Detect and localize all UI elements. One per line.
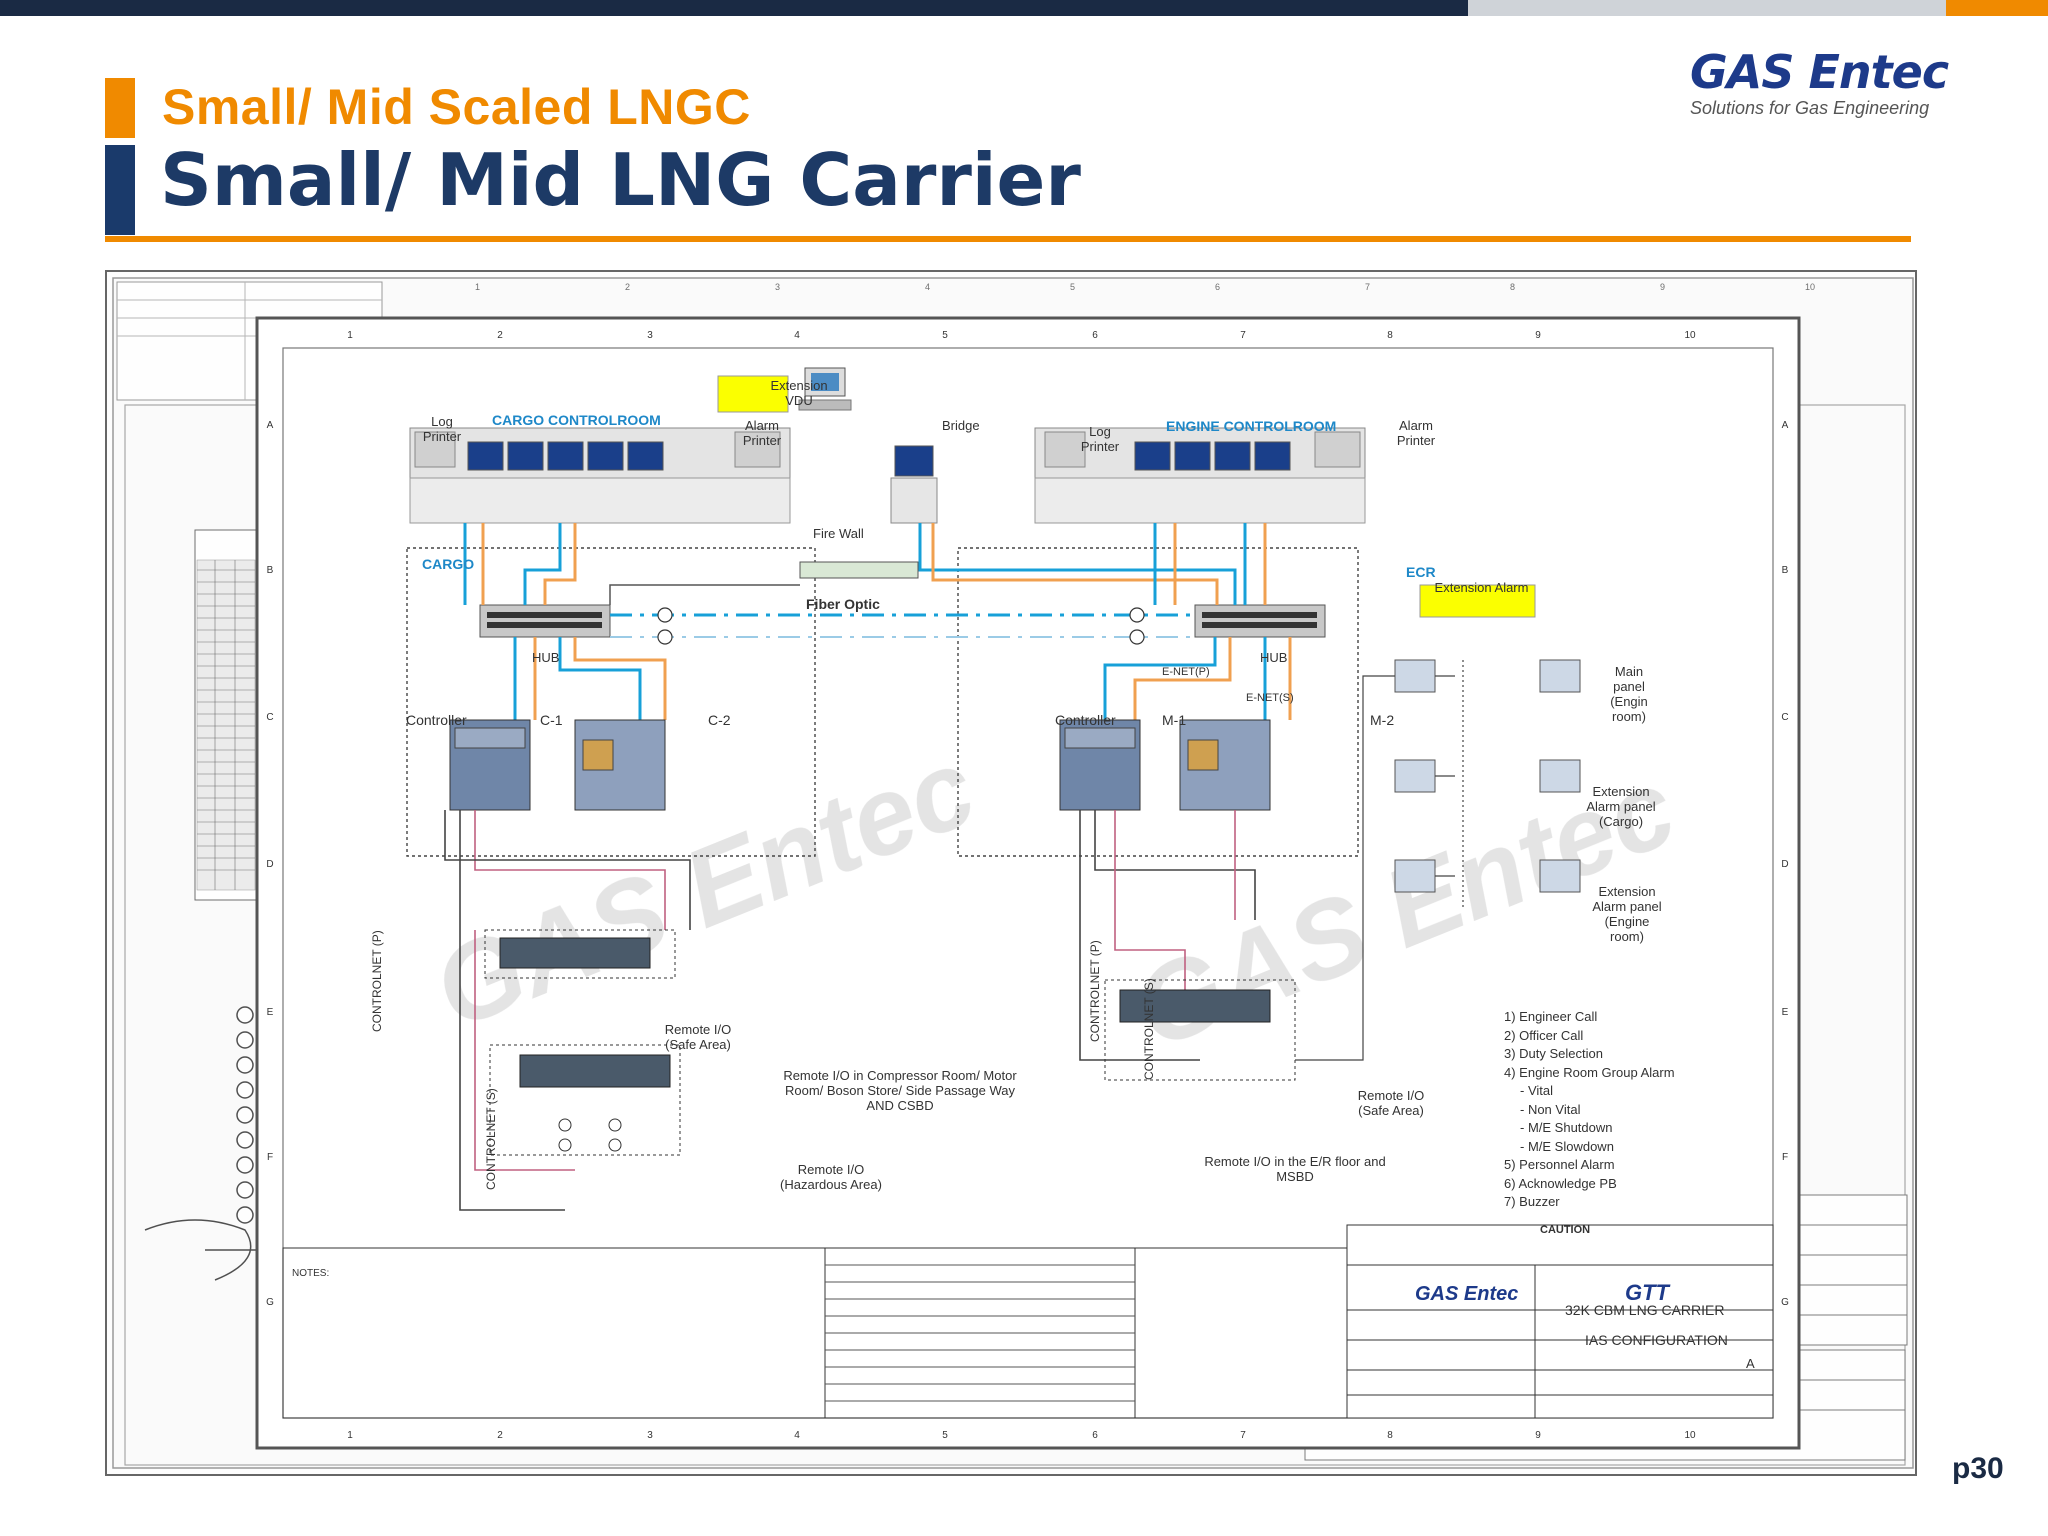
company-logo: GAS Entec Solutions for Gas Engineering [1690, 48, 1990, 128]
remote-io-safe-area-engine [1104, 979, 1296, 1081]
svg-text:2: 2 [497, 330, 503, 341]
svg-text:3: 3 [647, 330, 653, 341]
svg-text:GAS Entec: GAS Entec [1415, 1283, 1518, 1305]
svg-text:F: F [267, 1152, 273, 1163]
cargo-controller-c2 [574, 719, 666, 811]
engine-control-console [1034, 427, 1366, 524]
fiber-optic-converters [657, 607, 1145, 645]
slide-title: Small/ Mid LNG Carrier [160, 138, 1081, 222]
svg-text:5: 5 [942, 1430, 948, 1441]
engine-controller-m1 [1059, 719, 1141, 811]
background-valve-symbols [144, 1006, 265, 1281]
svg-text:3: 3 [775, 282, 780, 292]
engine-controller-m2 [1179, 719, 1271, 811]
logo-tagline: Solutions for Gas Engineering [1690, 98, 1930, 118]
controlnet-cables [444, 810, 1256, 1211]
grid-row-labels: A B C D E F G A B C D E F G [266, 420, 1789, 1308]
svg-text:2: 2 [497, 1430, 503, 1441]
svg-text:4: 4 [794, 330, 800, 341]
title-underline [105, 236, 1911, 242]
svg-text:D: D [266, 859, 273, 870]
extension-alarm-panels [1394, 659, 1581, 893]
grid-column-labels-top: 1 2 3 4 5 6 7 8 9 10 [347, 330, 1696, 341]
svg-text:5: 5 [1070, 282, 1075, 292]
svg-text:6: 6 [1215, 282, 1220, 292]
fire-wall-switch [799, 561, 919, 579]
logo-name: GAS Entec [1690, 45, 1949, 99]
svg-text:8: 8 [1387, 330, 1393, 341]
background-parts-table [194, 529, 258, 901]
svg-text:F: F [1782, 1152, 1788, 1163]
svg-text:E: E [1782, 1007, 1789, 1018]
remote-io-hazardous-area [489, 1044, 681, 1156]
svg-text:9: 9 [1535, 330, 1541, 341]
svg-text:10: 10 [1805, 282, 1815, 292]
remote-io-safe-area-cargo [484, 929, 676, 979]
svg-text:6: 6 [1092, 1430, 1098, 1441]
extension-vdu [717, 367, 852, 413]
engine-network-cables [918, 523, 1292, 720]
svg-text:1: 1 [347, 1430, 353, 1441]
top-accent-bar-gray [1468, 0, 1946, 16]
svg-text:10: 10 [1684, 330, 1696, 341]
title-block-logo-gtt: GTT [1625, 1280, 1671, 1305]
grid-column-labels-bottom: 1 2 3 4 5 6 7 8 9 10 [347, 1430, 1696, 1441]
svg-text:6: 6 [1092, 330, 1098, 341]
title-block [282, 1224, 1774, 1419]
title-marker [105, 145, 135, 235]
svg-text:GTT: GTT [1625, 1280, 1671, 1305]
svg-text:7: 7 [1365, 282, 1370, 292]
subtitle-marker [105, 78, 135, 138]
extension-alarm-highlight [1419, 584, 1536, 618]
front-sheet: 1 2 3 4 5 6 7 8 9 10 1 2 3 4 5 6 7 8 9 10 A B C D E F G A B C… [255, 316, 1801, 1450]
svg-text:8: 8 [1387, 1430, 1393, 1441]
svg-text:4: 4 [794, 1430, 800, 1441]
svg-text:G: G [266, 1297, 274, 1308]
svg-text:1: 1 [347, 330, 353, 341]
svg-text:B: B [1782, 565, 1789, 576]
svg-text:B: B [267, 565, 274, 576]
extension-alarm-wiring [1295, 660, 1464, 1061]
svg-text:1: 1 [475, 282, 480, 292]
cargo-hub-ports [487, 612, 602, 628]
cargo-control-console [409, 427, 791, 524]
svg-text:2: 2 [625, 282, 630, 292]
svg-text:7: 7 [1240, 330, 1246, 341]
svg-text:C: C [1781, 712, 1788, 723]
svg-text:7: 7 [1240, 1430, 1246, 1441]
svg-text:4: 4 [925, 282, 930, 292]
top-accent-bar-orange [1946, 0, 2048, 16]
cargo-controller-c1 [449, 719, 531, 811]
ecr-zone [957, 547, 1359, 857]
cargo-hub [479, 604, 611, 638]
svg-text:9: 9 [1535, 1430, 1541, 1441]
svg-text:10: 10 [1684, 1430, 1696, 1441]
svg-text:D: D [1781, 859, 1788, 870]
svg-text:A: A [1782, 420, 1789, 431]
cargo-zone [406, 547, 816, 857]
title-block-logo-gas-entec: GAS Entec [1415, 1283, 1518, 1305]
svg-text:E: E [267, 1007, 274, 1018]
fiber-optic-link [610, 613, 1195, 638]
svg-text:A: A [267, 420, 274, 431]
background-grid-labels: 1 2 3 4 5 6 7 8 9 10 [475, 282, 1815, 292]
cargo-network-cables [463, 523, 800, 720]
svg-text:3: 3 [647, 1430, 653, 1441]
slide-subtitle: Small/ Mid Scaled LNGC [162, 79, 751, 135]
top-accent-bar-navy [0, 0, 1468, 16]
svg-text:G: G [1781, 1297, 1789, 1308]
svg-text:5: 5 [942, 330, 948, 341]
svg-text:C: C [266, 712, 273, 723]
bridge-workstation [890, 445, 938, 524]
ecr-hub [1194, 604, 1326, 638]
svg-text:9: 9 [1660, 282, 1665, 292]
page-number: p30 [1952, 1452, 2004, 1485]
svg-text:8: 8 [1510, 282, 1515, 292]
ecr-hub-ports [1202, 612, 1317, 628]
